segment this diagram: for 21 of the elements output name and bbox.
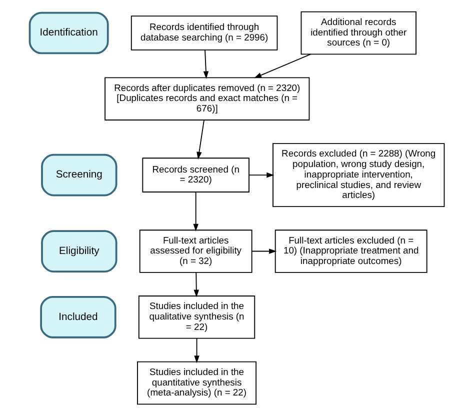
arrow (254, 54, 312, 78)
node-box: Included (40, 296, 116, 338)
node-box: Full-text articles excluded (n = 10) (Inappropriate treatment and inappropriate outcomes) (274, 230, 428, 273)
node-box: Records screened (n = 2320) (142, 158, 250, 192)
arrow (248, 172, 274, 178)
arrow (194, 338, 200, 364)
node-box: Studies included in the quantitative synthesis (meta-analysis) (n = 22) (137, 361, 257, 405)
arrow (193, 192, 198, 232)
node-box: Studies included in the qualitative synthesis (n = 22) (138, 296, 256, 339)
node-box: Additional records identified through other sources (n = 0) (300, 11, 416, 55)
node-box: Records after duplicates removed (n = 2320) [Duplicates records and exact matches (n = 676)] (104, 77, 310, 120)
arrow (194, 272, 200, 298)
node-box: Screening (41, 154, 118, 196)
node-box: Eligibility (41, 230, 118, 272)
arrow (251, 248, 277, 254)
arrow (203, 50, 209, 79)
node-box: Records excluded (n = 2288) (Wrong population, wrong study design, inappropriate intervention, preclinical studies, and review articles) (272, 143, 445, 208)
arrow (196, 120, 204, 160)
node-box: Identification (28, 12, 109, 54)
node-box: Full-text articles assessed for eligibility (n = 32) (139, 230, 252, 273)
node-box: Records identified through database searching (n = 2996) (130, 16, 278, 50)
